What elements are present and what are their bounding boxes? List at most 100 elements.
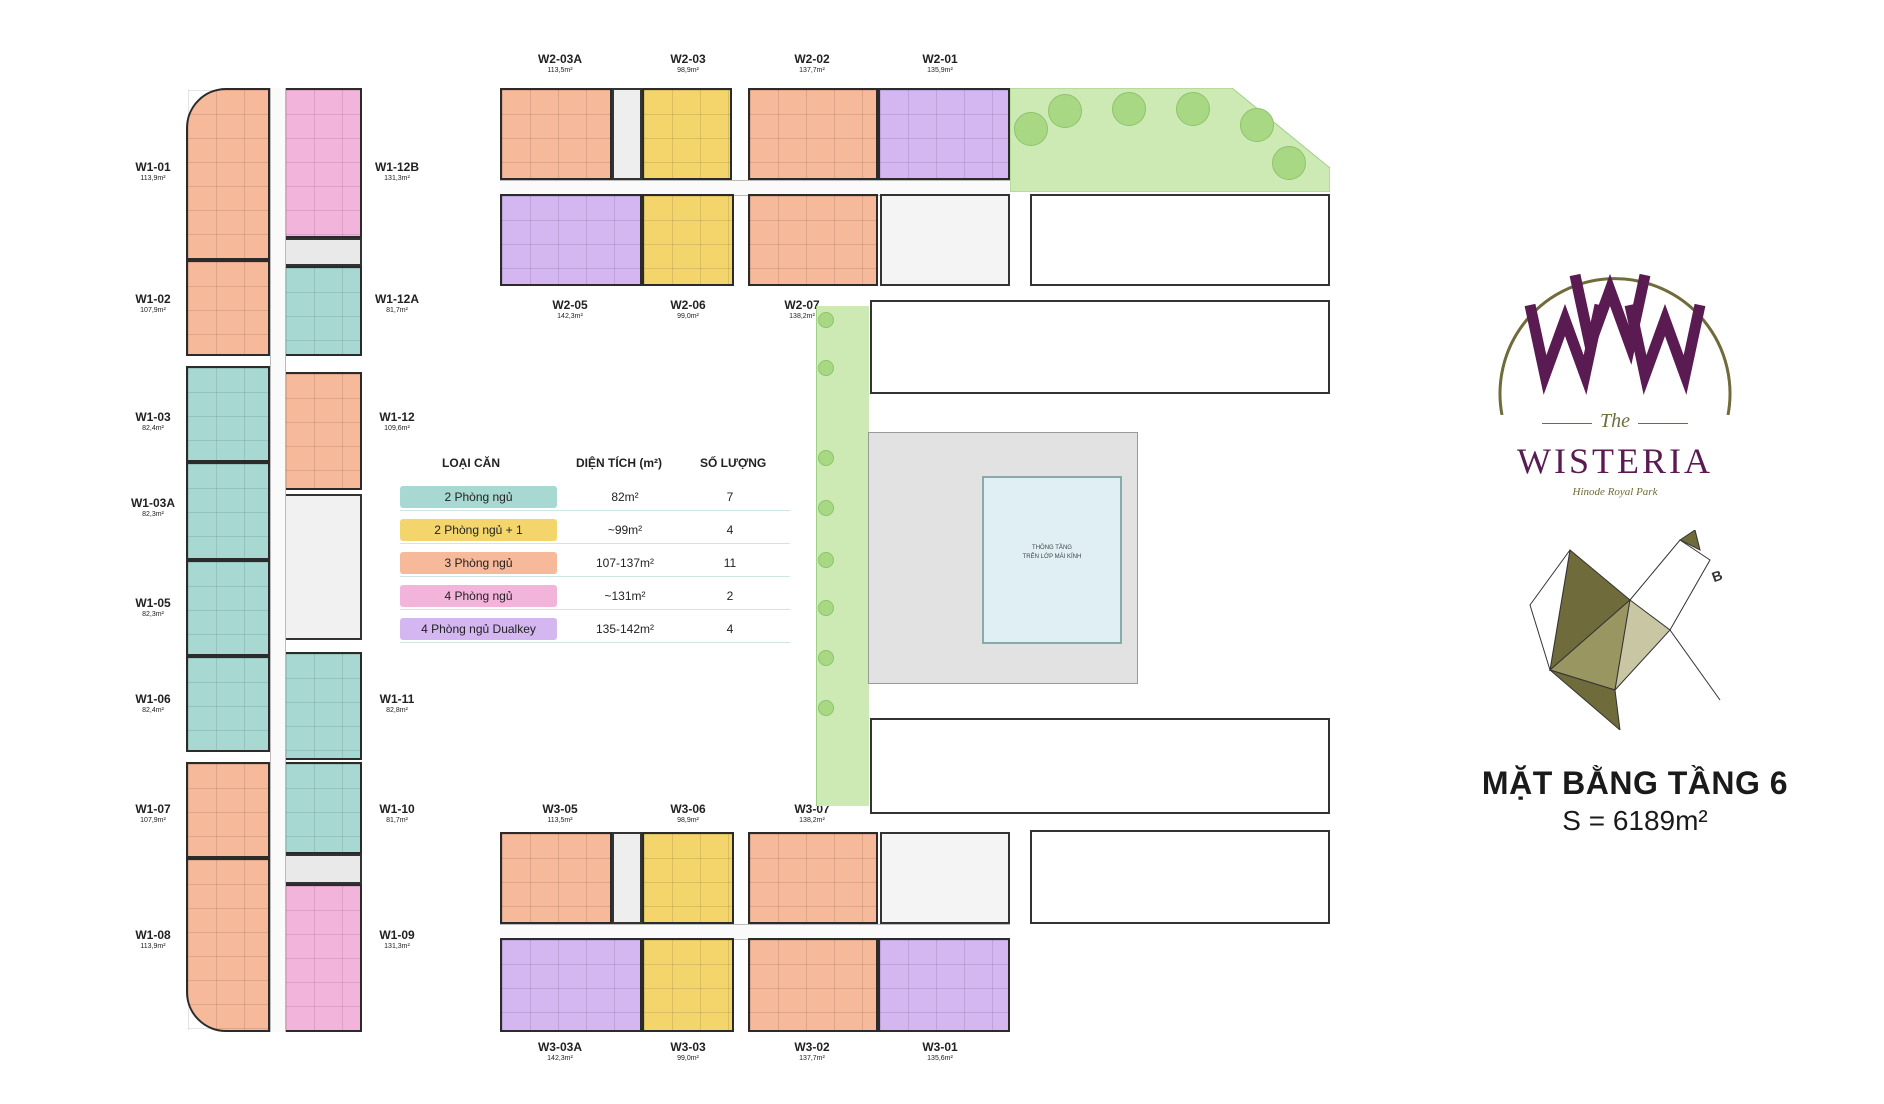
legend-area: ~99m² <box>607 523 643 537</box>
unit-w1-12b[interactable] <box>284 88 362 238</box>
unit-w1-09[interactable] <box>284 884 362 1032</box>
legend-header-type: LOẠI CĂN <box>442 456 500 470</box>
unit-w2-02[interactable] <box>748 88 878 180</box>
amenity-block-upper <box>870 300 1330 394</box>
logo-the: The <box>1600 410 1630 432</box>
pool-label-line1: THÔNG TẦNG <box>1032 545 1072 551</box>
legend-count: 11 <box>723 556 737 570</box>
tree-icon <box>1176 92 1210 126</box>
tree-icon <box>818 600 834 616</box>
legend-area: 135-142m² <box>595 622 655 636</box>
stair-core-w1-top <box>284 238 362 266</box>
legend-area: ~131m² <box>604 589 646 603</box>
unit-w1-01[interactable] <box>186 88 270 260</box>
corridor-w1 <box>270 88 286 1032</box>
tree-icon <box>818 312 834 328</box>
unit-w1-05[interactable] <box>186 560 270 656</box>
unit-w1-12a[interactable] <box>284 266 362 356</box>
legend-type: 4 Phòng ngủ <box>400 585 557 607</box>
legend-row: 4 Phòng ngủ Dualkey 135-142m² 4 <box>400 616 790 643</box>
unit-w2-01[interactable] <box>878 88 1010 180</box>
legend-count: 4 <box>726 622 734 636</box>
amenity-block-lower <box>870 718 1330 814</box>
unit-w3-01[interactable] <box>878 938 1010 1032</box>
legend-type: 4 Phòng ngủ Dualkey <box>400 618 557 640</box>
unit-w3-06[interactable] <box>642 832 734 924</box>
unit-w1-10[interactable] <box>284 762 362 854</box>
unit-w3-03[interactable] <box>642 938 734 1032</box>
amenity-block-bottom <box>1030 830 1330 924</box>
unit-w2-05[interactable] <box>500 194 642 286</box>
legend-area: 82m² <box>611 490 639 504</box>
unit-w1-06[interactable] <box>186 656 270 752</box>
unit-w3-05[interactable] <box>500 832 612 924</box>
logo-mark-icon <box>1498 273 1732 415</box>
legend-type: 2 Phòng ngủ <box>400 486 557 508</box>
unit-w3-03a[interactable] <box>500 938 642 1032</box>
tree-icon <box>818 500 834 516</box>
unit-w3-02[interactable] <box>748 938 878 1032</box>
unit-w3-07[interactable] <box>748 832 878 924</box>
tree-icon <box>818 700 834 716</box>
unit-w1-12[interactable] <box>284 372 362 490</box>
unit-w1-03[interactable] <box>186 366 270 462</box>
unit-w2-03[interactable] <box>642 88 732 180</box>
unit-w1-11[interactable] <box>284 652 362 760</box>
core-w3 <box>880 832 1010 924</box>
tree-icon <box>1014 112 1048 146</box>
logo-tagline: Hinode Royal Park <box>1572 486 1658 498</box>
tree-icon <box>1112 92 1146 126</box>
unit-w1-03a[interactable] <box>186 462 270 560</box>
logo-divider-left <box>1542 423 1592 424</box>
stair-core-w1-bottom <box>284 854 362 884</box>
tree-icon <box>1048 94 1082 128</box>
legend-type: 2 Phòng ngủ + 1 <box>400 519 557 541</box>
unit-w2-07[interactable] <box>748 194 878 286</box>
legend-header-area: DIỆN TÍCH (m²) <box>576 456 662 470</box>
stair-w3 <box>612 832 642 924</box>
pool-label-line2: TRÊN LỚP MÁI KÍNH <box>1022 554 1082 560</box>
logo-name: WISTERIA <box>1517 441 1713 481</box>
unit-w1-07[interactable] <box>186 762 270 858</box>
tree-icon <box>818 450 834 466</box>
legend-area: 107-137m² <box>595 556 655 570</box>
legend-type: 3 Phòng ngủ <box>400 552 557 574</box>
unit-w2-06[interactable] <box>642 194 734 286</box>
legend-row: 4 Phòng ngủ ~131m² 2 <box>400 583 790 610</box>
pool <box>982 476 1122 644</box>
unit-w1-02[interactable] <box>186 260 270 356</box>
tree-icon <box>818 360 834 376</box>
page-title: MẶT BẰNG TẦNG 6 <box>1481 765 1789 801</box>
legend-count: 2 <box>726 589 734 603</box>
pool-label: THÔNG TẦNG TRÊN LỚP MÁI KÍNH <box>982 544 1122 562</box>
amenity-block-top <box>1030 194 1330 286</box>
tree-icon <box>1272 146 1306 180</box>
tree-icon <box>1240 108 1274 142</box>
core-w1-middle <box>284 494 362 640</box>
legend-count: 7 <box>726 490 734 504</box>
unit-w2-03a[interactable] <box>500 88 612 180</box>
unit-w1-08[interactable] <box>186 858 270 1032</box>
legend-row: 3 Phòng ngủ 107-137m² 11 <box>400 550 790 577</box>
geometric-bird-icon <box>1529 530 1721 730</box>
tree-icon <box>818 552 834 568</box>
